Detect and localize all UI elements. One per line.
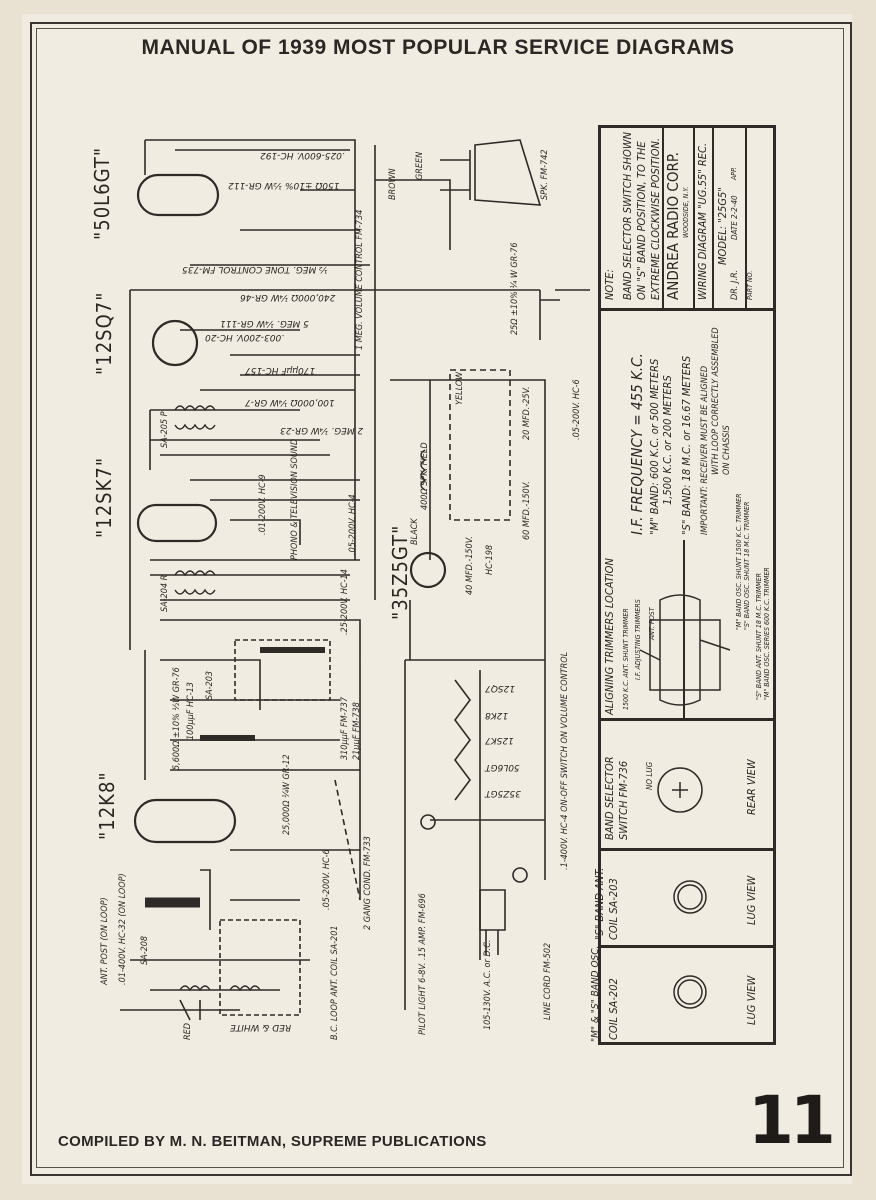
rear-view-label: REAR VIEW (745, 759, 758, 815)
divider (712, 125, 714, 310)
s-ant-coil-line-1: "S" BAND ANT. (593, 867, 606, 940)
lug-view-label-1: LUG VIEW (745, 875, 758, 925)
band-selector-line-1: BAND SELECTOR (603, 756, 616, 840)
divider (745, 125, 747, 310)
lug-view-label-2: LUG VIEW (745, 975, 758, 1025)
tube-50l6gt (136, 173, 220, 217)
page-border (30, 22, 852, 1176)
tube-35z5gt (409, 551, 447, 589)
osc-coil-line-2: COIL SA-202 (607, 978, 620, 1040)
tube-12k8 (133, 798, 237, 844)
s-ant-coil-diagram (673, 880, 707, 914)
tube-12sk7 (136, 503, 218, 543)
osc-coil-line-1: "M" & "S" BAND OSC. (590, 945, 601, 1042)
divider (683, 540, 685, 718)
band-selector-diagram (657, 767, 703, 813)
divider (598, 945, 776, 948)
info-panel (598, 125, 776, 1045)
band-selector-line-2: SWITCH FM-736 (617, 760, 630, 840)
coils (174, 405, 427, 992)
tube-12sq7 (151, 319, 199, 367)
osc-coil-diagram (673, 975, 707, 1009)
s-ant-coil-line-2: COIL SA-203 (607, 878, 620, 940)
divider (598, 308, 776, 311)
no-lug-label: NO LUG (645, 761, 654, 790)
divider (662, 125, 664, 310)
vacuum-tubes (133, 173, 447, 844)
divider (693, 125, 695, 310)
page-title: MANUAL OF 1939 MOST POPULAR SERVICE DIAG… (141, 36, 735, 59)
divider (598, 718, 776, 721)
wiring (120, 139, 590, 1021)
divider (598, 848, 776, 851)
page-border-inner (36, 28, 844, 1168)
page-number: 11 (748, 1082, 836, 1159)
pilot-lamp (420, 814, 528, 883)
footer-credit: COMPILED BY M. N. BEITMAN, SUPREME PUBLI… (58, 1133, 487, 1150)
